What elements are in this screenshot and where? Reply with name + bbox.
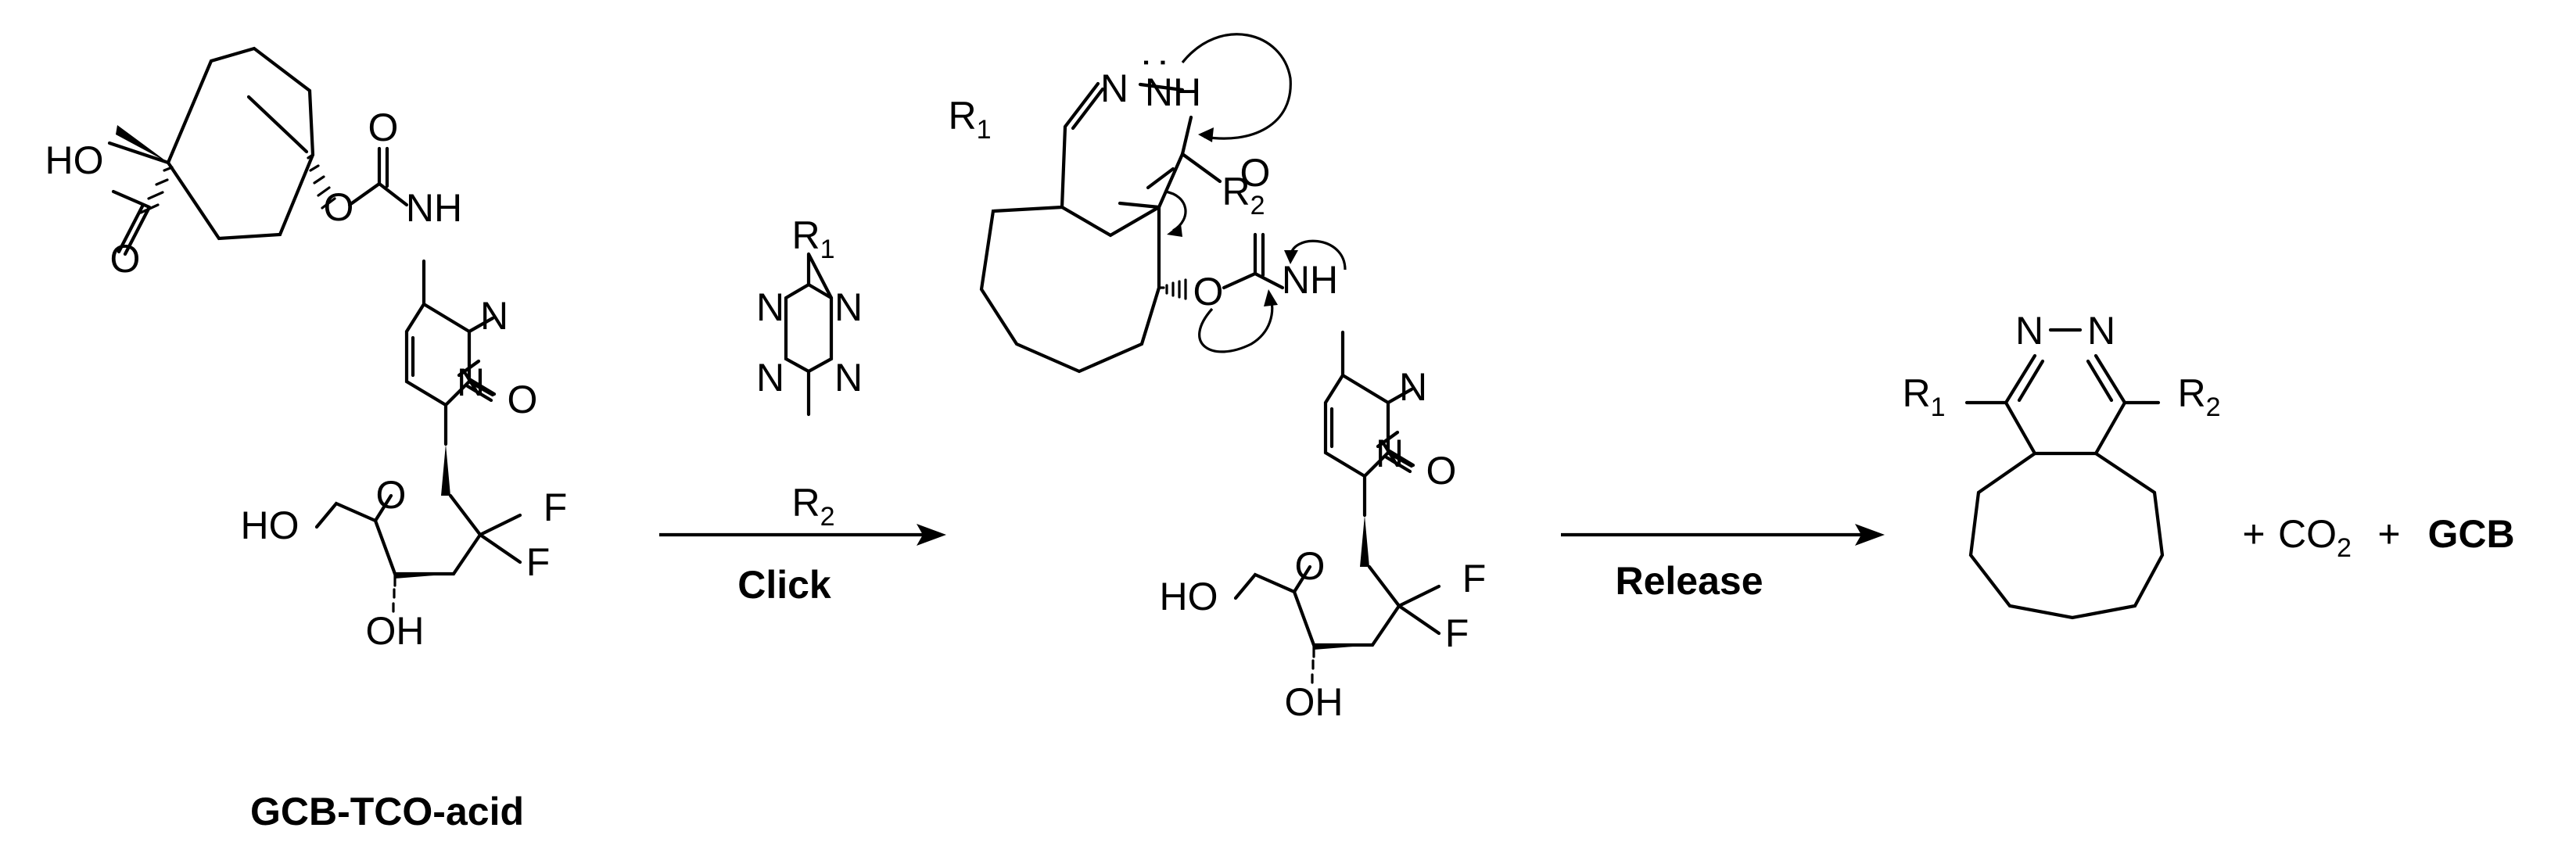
co-cleavage-arrow (1198, 296, 1274, 353)
nitrogen-lone-pair: : (1136, 57, 1179, 68)
plus-sign-2: + (2377, 512, 2400, 556)
gcb-product-label: GCB (2427, 512, 2514, 556)
lone-pair-loop-arrow (1181, 33, 1292, 140)
co2-label: CO2 (2278, 512, 2352, 563)
reactant-gcb-tco-acid (45, 46, 568, 653)
byproducts: + CO2 + GCB (2242, 512, 2514, 563)
click-step-label: Click (737, 563, 831, 607)
product-pyridazine (1902, 309, 2221, 620)
release-arrowhead (1855, 524, 1885, 546)
tetrazine-reagent (755, 213, 863, 532)
plus-sign-1: + (2242, 512, 2265, 556)
release-step-label: Release (1615, 559, 1763, 603)
click-arrowhead (917, 524, 946, 546)
pi-bond-shift-arrow (1164, 190, 1187, 232)
click-intermediate: : (948, 33, 1486, 724)
compound-label: GCB-TCO-acid (250, 790, 524, 833)
